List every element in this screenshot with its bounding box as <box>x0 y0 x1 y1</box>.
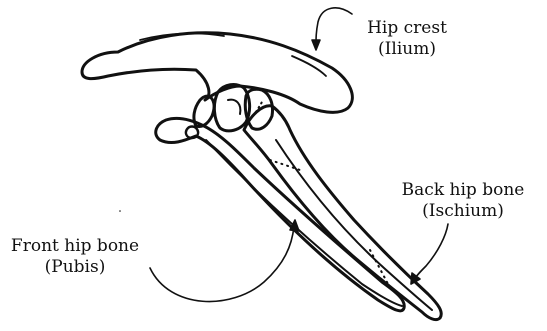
label-back-hip-bone-term: (Ischium) <box>388 201 538 222</box>
arrow-ilium <box>316 8 352 46</box>
label-front-hip-bone: Front hip bone (Pubis) <box>0 236 150 278</box>
label-hip-crest-term: (Ilium) <box>352 39 462 60</box>
label-back-hip-bone-name: Back hip bone <box>388 180 538 201</box>
pubis-shaft-line <box>206 140 402 306</box>
label-hip-crest-name: Hip crest <box>352 18 462 39</box>
label-back-hip-bone: Back hip bone (Ischium) <box>388 180 538 222</box>
stray-dot <box>119 210 121 212</box>
ilium-bone <box>82 33 352 113</box>
arrow-pubis <box>150 226 294 302</box>
arrow-ilium-head <box>312 40 320 50</box>
socket-rim <box>228 100 240 114</box>
ilium-ridge <box>292 56 326 76</box>
label-hip-crest: Hip crest (Ilium) <box>352 18 462 60</box>
label-front-hip-bone-name: Front hip bone <box>0 236 150 257</box>
arrow-ischium <box>414 224 448 280</box>
ischium-shaft-line <box>276 140 432 310</box>
label-front-hip-bone-term: (Pubis) <box>0 257 150 278</box>
